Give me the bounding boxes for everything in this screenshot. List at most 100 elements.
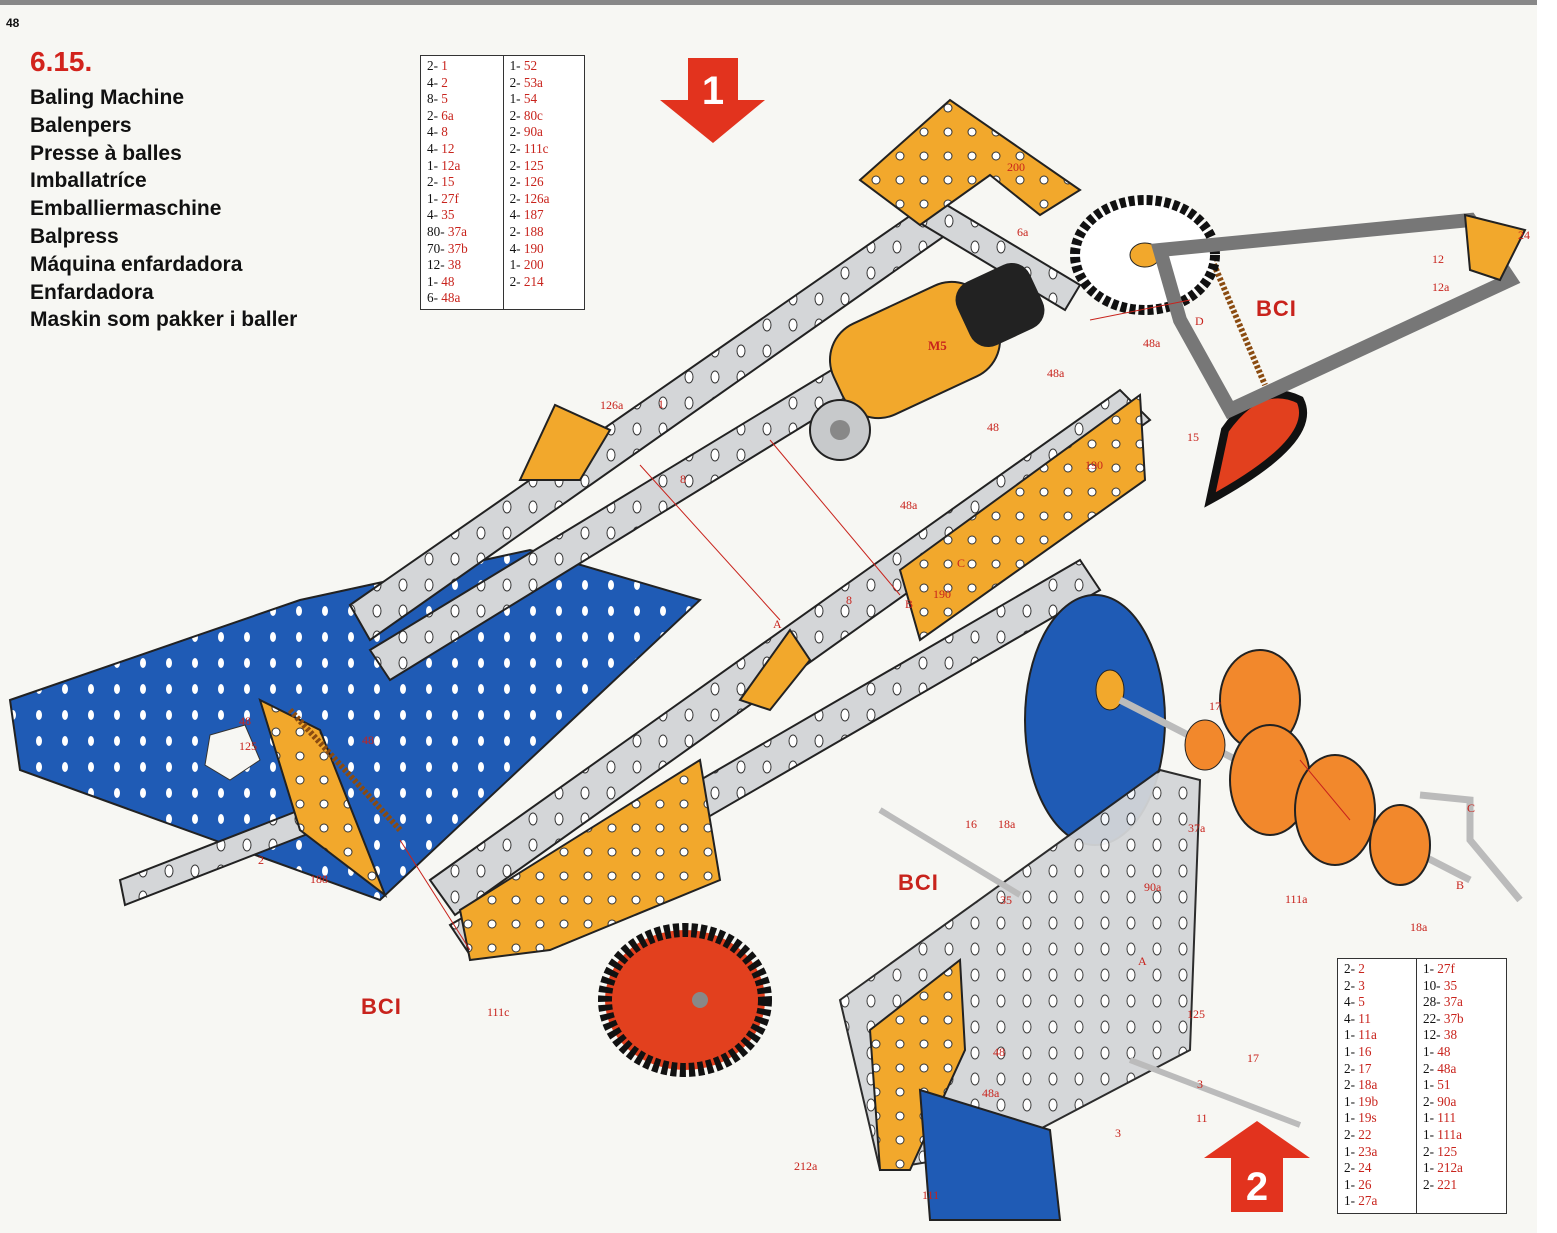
part-number: 214 — [520, 273, 544, 289]
part-number: 221 — [1433, 1176, 1458, 1192]
parts-row: 1- 48 — [1423, 1044, 1500, 1061]
part-number: 111 — [1433, 1110, 1457, 1126]
part-quantity: 2- — [509, 74, 521, 90]
part-number: 125 — [520, 157, 544, 173]
label-190-back: 190 — [1085, 458, 1103, 472]
label-18a-upper: 18a — [998, 817, 1016, 831]
parts-row: 1- 27f — [1423, 961, 1500, 978]
step2-arrow-icon: 2 — [1204, 1121, 1310, 1212]
part-number: 90a — [520, 124, 543, 140]
part-quantity: 4- — [509, 240, 521, 256]
label-48a-step2: 48a — [982, 1086, 1000, 1100]
part-quantity: 2- — [509, 124, 521, 140]
part-number: 200 — [520, 257, 544, 273]
part-number: 187 — [520, 207, 544, 223]
part-number: 38 — [444, 257, 462, 273]
part-quantity: 10- — [1422, 977, 1441, 993]
part-number: 2 — [1355, 961, 1365, 976]
parts-row: 1- 27f — [427, 191, 497, 208]
parts-row: 12- 38 — [427, 257, 497, 274]
yellow-bracket-a — [738, 628, 812, 712]
label-b-frame: B — [905, 597, 914, 611]
label-111: 111 — [922, 1188, 940, 1202]
part-number: 111c — [520, 140, 549, 156]
label-190-front: 190 — [933, 587, 951, 601]
part-quantity: 2- — [1422, 1060, 1434, 1076]
parts-row: 4- 2 — [427, 75, 497, 92]
part-quantity: 2- — [427, 174, 438, 190]
part-number: 26 — [1355, 1176, 1372, 1192]
parts-row: 1- 26 — [1344, 1177, 1410, 1194]
parts-row: 4- 35 — [427, 207, 497, 224]
part-number: 1 — [438, 58, 448, 73]
parts-row: 2- 3 — [1344, 978, 1410, 995]
part-quantity: 1- — [1422, 1110, 1434, 1126]
parts-row: 2- 15 — [427, 174, 497, 191]
part-quantity: 1- — [1422, 961, 1434, 976]
title-english: Baling Machine — [30, 86, 185, 109]
yellow-bracket-24 — [1463, 213, 1527, 282]
part-quantity: 80- — [427, 223, 445, 239]
leader-lines — [399, 299, 1351, 951]
label-200: 200 — [1007, 160, 1025, 174]
part-number: 212a — [1433, 1160, 1463, 1176]
part-quantity: 4- — [427, 124, 438, 140]
parts-row: 4- 190 — [510, 241, 578, 258]
parts-row: 2- 126a — [510, 191, 578, 208]
part-quantity: 4- — [509, 207, 521, 223]
step2-number: 2 — [1246, 1165, 1268, 1209]
title-spanish: Máquina enfardadora — [30, 252, 243, 276]
label-48a-steering: 48a — [1143, 336, 1161, 350]
part-number: 37a — [444, 223, 467, 239]
yellow-bracket-126a — [518, 403, 612, 481]
parts-row: 1- 200 — [510, 257, 578, 274]
label-a-step2: A — [1138, 954, 1147, 968]
part-quantity: 2- — [427, 58, 438, 73]
part-number: 37a — [1440, 994, 1463, 1010]
top-edge — [0, 0, 1557, 5]
parts-row: 4- 11 — [1344, 1011, 1410, 1028]
motor-m5 — [809, 262, 1045, 461]
part-number: 12 — [438, 140, 455, 156]
part-number: 15 — [438, 174, 455, 190]
blue-plate-tear — [204, 724, 261, 781]
label-bc1-front: BCI — [361, 994, 402, 1019]
title-swedish: Balpress — [30, 224, 119, 248]
label-18a-lower: 18a — [1410, 920, 1428, 934]
part-number: 8 — [438, 124, 448, 140]
step2-gears — [1184, 649, 1431, 886]
parts-row: 1- 19s — [1344, 1110, 1410, 1127]
rod-16 — [878, 807, 1022, 898]
part-number: 52 — [520, 58, 538, 73]
parts-row: 12- 38 — [1423, 1027, 1500, 1044]
label-37a: 37a — [1188, 821, 1206, 835]
label-48-step2: 48 — [993, 1045, 1005, 1059]
label-m5: M5 — [928, 338, 947, 353]
page-number: 48 — [6, 16, 20, 30]
part-quantity: 1- — [509, 58, 521, 73]
part-number: 126 — [520, 174, 544, 190]
part-quantity: 2- — [1422, 1143, 1434, 1159]
label-b-crank: B — [1456, 878, 1465, 892]
part-quantity: 8- — [427, 91, 438, 107]
part-number: 11 — [1355, 1010, 1371, 1026]
part-number: 188 — [520, 223, 544, 239]
title-portuguese: Enfardadora — [30, 280, 154, 304]
part-number: 2 — [438, 74, 448, 90]
parts-row: 28- 37a — [1423, 994, 1500, 1011]
part-number: 27f — [1433, 961, 1455, 976]
part-quantity: 4- — [427, 140, 438, 156]
parts-row: 2- 126 — [510, 174, 578, 191]
parts-row: 1- 111 — [1423, 1110, 1500, 1127]
label-48-crank: 48 — [362, 733, 374, 747]
part-number: 19s — [1355, 1110, 1377, 1126]
part-number: 5 — [1355, 994, 1365, 1010]
label-15: 15 — [1187, 430, 1199, 444]
label-48a-lower: 48a — [900, 498, 918, 512]
parts-row: 2- 90a — [510, 124, 578, 141]
parts-row: 2- 125 — [1423, 1144, 1500, 1161]
parts-row: 70- 37b — [427, 241, 497, 258]
